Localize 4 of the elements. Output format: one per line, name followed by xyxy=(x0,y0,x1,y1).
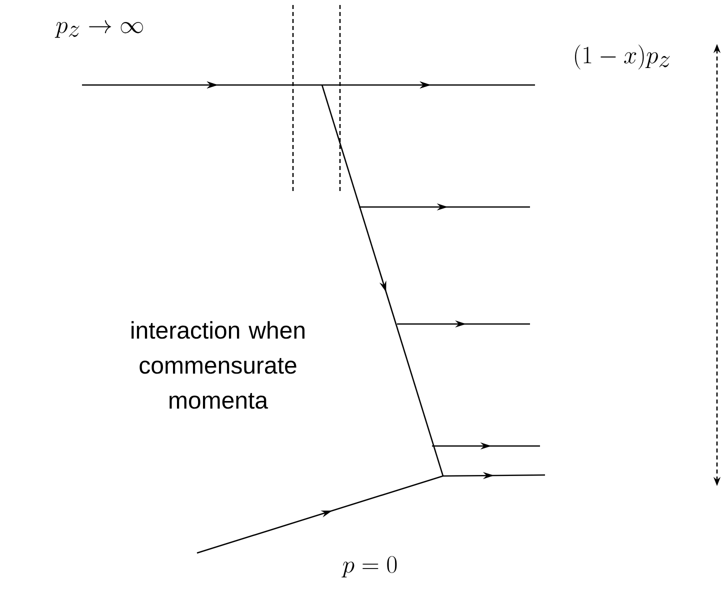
math-label: $(1-x)p_z$ xyxy=(575,44,670,70)
math-label: $p_z \to \infty$ xyxy=(54,20,143,38)
math-label: $p = 0$ xyxy=(342,556,397,578)
annotation-text: interaction when commensurate momenta xyxy=(132,321,304,409)
